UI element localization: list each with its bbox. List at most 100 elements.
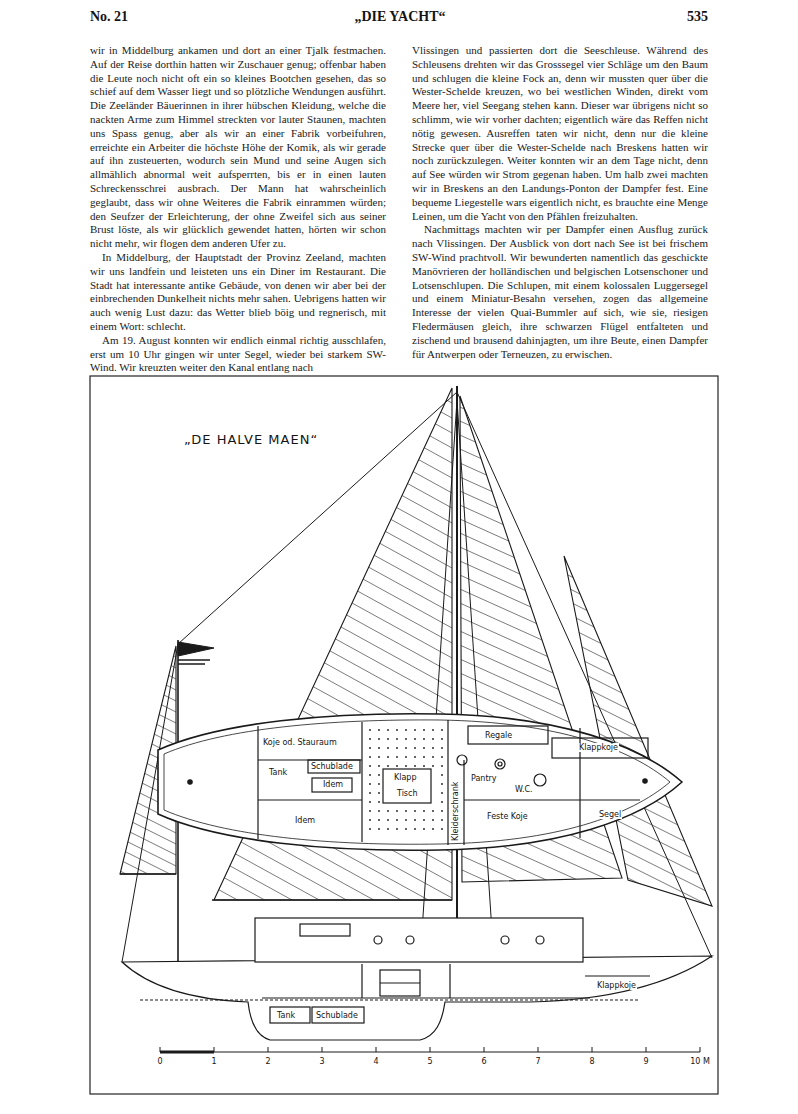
floor-grating-part — [432, 756, 434, 758]
running-head: „DIE YACHT“ — [354, 9, 445, 25]
part-label: Schublade — [315, 1011, 359, 1020]
floor-grating-part — [378, 810, 380, 812]
deck-plan-part — [188, 780, 192, 784]
part-label: Idem — [322, 780, 344, 789]
deck-plan-part — [383, 769, 431, 803]
floor-grating-part — [378, 774, 380, 776]
deck-plan-part — [457, 755, 467, 765]
floor-grating-part — [369, 792, 371, 794]
floor-grating-part — [441, 738, 443, 740]
floor-grating-part — [441, 783, 443, 785]
floor-grating-part — [432, 729, 434, 731]
floor-grating-part — [396, 765, 398, 767]
floor-grating-part — [414, 828, 416, 830]
sail-plan-part-part — [460, 449, 622, 522]
scale-bar-part — [646, 1047, 647, 1052]
scale-bar-part — [160, 1051, 214, 1054]
side-elevation-part — [262, 997, 590, 998]
scale-bar-part — [538, 1047, 539, 1052]
side-elevation-part — [380, 982, 420, 983]
floor-grating-part — [423, 810, 425, 812]
deck-plan-part — [534, 774, 546, 786]
part-label: Klapp — [393, 773, 418, 782]
sail-plan-part-part — [460, 855, 622, 928]
scale-number: 1 — [211, 1057, 216, 1066]
sail-plan-part-part — [214, 467, 452, 598]
sail-plan-part-part — [214, 527, 452, 658]
floor-grating-part — [423, 729, 425, 731]
floor-grating-part — [396, 738, 398, 740]
side-elevation-part — [536, 936, 544, 944]
floor-grating-part — [432, 765, 434, 767]
floor-grating-part — [441, 747, 443, 749]
floor-grating-part — [441, 810, 443, 812]
deck-plan-part — [498, 762, 502, 766]
scale-number: 4 — [373, 1057, 378, 1066]
sail-plan-part-part — [460, 393, 622, 466]
sail-plan-part-part — [460, 603, 622, 676]
sail-plan-part-part — [120, 629, 176, 657]
sail-plan-part — [460, 309, 622, 956]
deck-plan-part — [447, 720, 448, 845]
deck-plan-part — [468, 726, 548, 744]
rigging-part — [178, 663, 205, 665]
floor-grating-part — [441, 792, 443, 794]
sail-plan-part-part — [564, 885, 712, 959]
sail-plan-part-part — [460, 351, 622, 424]
floor-grating-part — [396, 828, 398, 830]
side-elevation-part — [140, 999, 640, 1000]
sail-plan-part-part — [460, 421, 622, 494]
floor-grating-part — [387, 747, 389, 749]
body-paragraph: Am 19. August konnten wir endlich einmal… — [90, 334, 386, 375]
floor-grating-part — [423, 747, 425, 749]
scale-bar-part — [160, 1047, 161, 1052]
sail-plan-part-part — [460, 561, 622, 634]
floor-grating-part — [441, 774, 443, 776]
floor-grating-part — [369, 738, 371, 740]
deck-plan-part — [580, 799, 640, 800]
rigging-part — [457, 392, 712, 958]
sail-plan-part-part — [564, 664, 712, 738]
floor-grating-part — [396, 756, 398, 758]
floor-grating-part — [396, 819, 398, 821]
part-label: Tank — [276, 1011, 296, 1020]
sail-plan-part-part — [460, 519, 622, 592]
sail-plan-part-part — [460, 491, 622, 564]
sail-plan-part-part — [564, 833, 712, 907]
floor-grating-part — [432, 810, 434, 812]
figure-frame-part — [90, 376, 718, 1094]
scale-bar-part — [700, 1047, 701, 1052]
deck-plan-part — [158, 714, 682, 850]
floor-grating-part — [378, 801, 380, 803]
floor-grating-part — [441, 756, 443, 758]
floor-grating-part — [432, 828, 434, 830]
sail-plan-part-part — [564, 495, 712, 569]
deck-plan-part — [463, 760, 464, 845]
text-column: Vlissingen und passierten dort die Seesc… — [412, 44, 708, 361]
sail-plan-part-part — [120, 673, 176, 701]
floor-grating-part — [405, 828, 407, 830]
body-paragraph: wir in Middelburg ankamen und dort an ei… — [90, 44, 386, 251]
part-label: Tank — [268, 768, 288, 777]
sail-plan-part-part — [460, 477, 622, 550]
sail-plan-part-part — [120, 871, 176, 899]
rigging-part — [178, 659, 210, 661]
scale-number: 2 — [265, 1057, 270, 1066]
text-column: wir in Middelburg ankamen und dort an ei… — [90, 44, 386, 375]
floor-grating-part — [432, 738, 434, 740]
body-paragraph: In Middelburg, der Hauptstadt der Provin… — [90, 251, 386, 334]
sail-plan-part-part — [460, 463, 622, 536]
floor-grating-part — [387, 765, 389, 767]
scale-number: 0 — [157, 1057, 162, 1066]
side-elevation-part — [406, 936, 414, 944]
floor-grating-part — [378, 819, 380, 821]
sail-plan-part-part — [214, 407, 452, 538]
sail-plan-part-part — [214, 482, 452, 613]
sail-plan-part-part — [120, 860, 176, 888]
part-label: Tisch — [396, 789, 419, 798]
rigging-part — [212, 899, 452, 901]
part-label: Schublade — [310, 762, 354, 771]
floor-grating-part — [396, 747, 398, 749]
sail-plan-part-part — [120, 662, 176, 690]
sail-plan-part-part — [214, 572, 452, 703]
